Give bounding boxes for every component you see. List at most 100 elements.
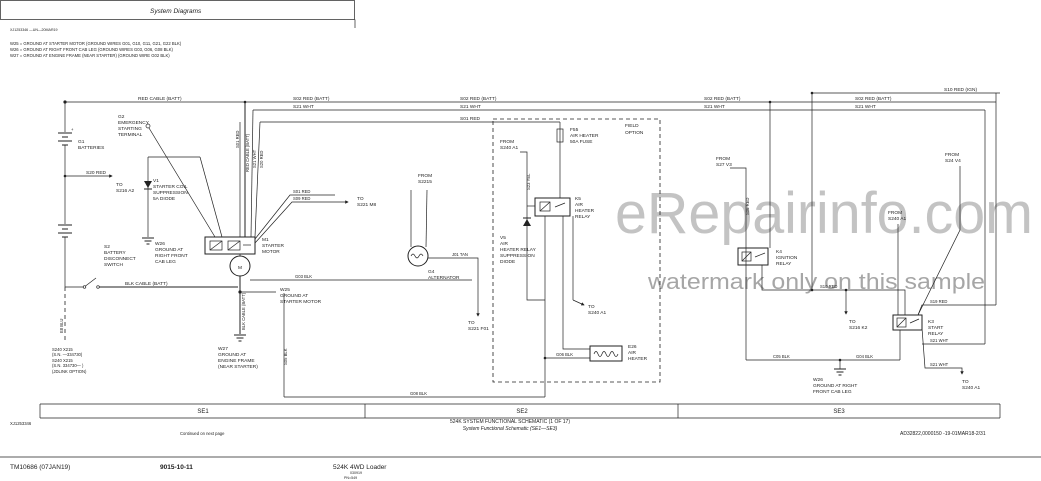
wire-label-blk-cable: BLK CABLE (BATT)	[241, 292, 246, 330]
junction-dot	[243, 100, 247, 104]
wire-label-s01: S01 RED	[460, 116, 481, 122]
label-to-s221-m8: TO S221 M8	[357, 196, 377, 208]
ground-icon	[142, 237, 154, 245]
wire-label-s02: S02 RED (BATT)	[704, 96, 741, 102]
label-f55: F55 AIR HEATER 50A FUSE	[570, 127, 600, 145]
wire-label-s21: S21 WHT	[930, 362, 949, 367]
label-from-s240-a1: FROM S240 A1	[500, 139, 518, 151]
junction-dot	[844, 288, 848, 292]
watermark-site: eRepairinfo.com	[615, 181, 1033, 246]
section-label-se3: SE3	[833, 409, 845, 415]
diode-icon	[523, 217, 531, 226]
label-m1: M1 STARTER MOTOR	[262, 237, 285, 255]
wire-j01	[428, 257, 480, 317]
legend-w27: W27 = GROUND AT ENGINE FRAME (NEAR START…	[10, 53, 170, 58]
page-number: 9015-10-11	[160, 464, 193, 471]
watermark: eRepairinfo.com watermark only on this s…	[615, 181, 1033, 294]
start-relay	[892, 314, 923, 331]
wire-label-s21: S21 WHT	[460, 104, 481, 110]
wire-label-blk-cable: BLK CABLE (BATT)	[125, 281, 168, 287]
wire-label-s21: S21 WHT	[252, 149, 257, 168]
wire-label-s20: S20 RED	[259, 151, 264, 168]
wire-heater-feed	[562, 216, 590, 350]
label-e26: E26 AIR HEATER	[628, 344, 648, 362]
label-to-s216-k2: TO S216 K2	[849, 319, 868, 331]
wire-label-s02: S02 RED (BATT)	[855, 96, 892, 102]
continued-note: Continued on next page	[180, 431, 225, 436]
wire-s19	[917, 304, 996, 316]
wire-label-g06: G06 BLK	[556, 352, 573, 357]
label-g1: G1 BATTERIES	[78, 139, 104, 151]
junction-dot	[810, 288, 814, 292]
air-heater-element-icon	[589, 345, 623, 362]
wire-label-g04: G04 BLK	[856, 354, 873, 359]
label-field-option: FIELD OPTION	[625, 123, 644, 136]
wire-label-s21: S21 WHT	[704, 104, 725, 110]
document-reference: AD32822,0000150 -19-01MAR18-2/31	[900, 431, 986, 437]
wire-label-s01: S01 RED	[293, 189, 310, 194]
legend-w25: W25 = GROUND AT STARTER MOTOR (GROUND WI…	[10, 41, 182, 46]
figure-caption: XJ1253346 524K SYSTEM FUNCTIONAL SCHEMAT…	[10, 419, 986, 437]
section-se1-circuit: + E8 BLU G1 BATTERIES S20 RED TO S216 A2	[52, 100, 545, 398]
wire-label-s02: S02 RED (BATT)	[293, 96, 330, 102]
battery-symbol	[58, 224, 72, 238]
label-from-s2215: FROM S2215	[418, 173, 433, 185]
wire-label-e8: E8 BLU	[59, 319, 64, 333]
wire-label-s02: S02 RED (BATT)	[460, 96, 497, 102]
label-to-s240-a1: TO S240 A1	[588, 304, 606, 316]
figure-title: 524K SYSTEM FUNCTIONAL SCHEMATIC (1 OF 1…	[450, 419, 570, 425]
label-g4: G4 ALTERNATOR	[428, 269, 460, 281]
label-w26-left: W26 GROUND AT RIGHT FRONT CAB LEG	[155, 241, 189, 265]
svg-text:+: +	[71, 127, 74, 132]
wire-label-c05: C05 BLK	[773, 354, 790, 359]
label-from-s24-v4: FROM S24 V4	[945, 152, 961, 164]
wire-s21-out	[921, 327, 964, 375]
label-from-s240-a1-right: FROM S240 A1	[888, 210, 906, 222]
label-w26-right: W26 GROUND AT RIGHT FRONT CAB LEG	[813, 377, 859, 395]
page-footer: TM10686 (07JAN19) 9015-10-11 524K 4WD Lo…	[0, 456, 1041, 480]
section-se2-circuit: FIELD OPTION F55 AIR HEATER 50A FUSE FRO…	[492, 118, 661, 397]
manual-id: TM10686 (07JAN19)	[10, 464, 70, 471]
section-band: SE1 SE2 SE3	[39, 403, 1001, 419]
label-s240-note: S240 X215 (S.N. —334730) S240 X215 (S.N.…	[52, 347, 87, 374]
label-v5: V5 AIR HEATER RELAY SUPPRESSION DIODE	[500, 235, 537, 265]
machine-model: 524K 4WD Loader	[333, 464, 387, 471]
wire-label-g03: G03 BLK	[295, 274, 312, 279]
label-k3: K3 START RELAY	[928, 319, 945, 337]
date-code: 030919	[350, 471, 362, 475]
header-title: System Diagrams	[150, 8, 202, 15]
wire-s01-out	[254, 194, 335, 240]
wire-label-s23: S23 YEL	[526, 173, 531, 190]
wire-emergency-terminal	[148, 127, 216, 238]
wire-label-g08: G08 BLK	[410, 391, 427, 396]
ground-icon	[234, 334, 246, 342]
wire-s10	[761, 265, 906, 315]
legend: XJ1253346 —UN—20MAR19 W25 = GROUND AT ST…	[10, 28, 182, 58]
label-to-s240-a1-right: TO S240 A1	[962, 379, 980, 391]
label-s2: S2 BATTERY DISCONNECT SWITCH	[104, 244, 137, 268]
wire-s06	[730, 167, 747, 360]
label-k4: K4 IGNITION RELAY	[776, 249, 799, 267]
wire-label-j01: J01 TAN	[452, 252, 468, 257]
figure-ref: XJ1253346 —UN—20MAR19	[10, 28, 58, 32]
alternator-icon	[407, 245, 429, 267]
wire-alternator-feed	[425, 189, 428, 248]
emergency-terminal-icon	[145, 123, 151, 129]
label-k5: K5 AIR HEATER RELAY	[575, 196, 595, 220]
top-bus-wires: RED CABLE (BATT) S02 RED (BATT) S21 WHT …	[63, 87, 1000, 123]
label-w25: W25 GROUND AT STARTER MOTOR	[280, 287, 322, 305]
wire-label-s01: S01 RED	[235, 131, 240, 148]
label-v1: V1 STARTER COIL SUPPRESSION 5A DIODE	[153, 178, 189, 202]
wire-s01	[254, 121, 261, 238]
motor-symbol: M	[238, 265, 242, 271]
junction-dot	[63, 174, 67, 178]
wire-label-s10: S10 RED	[820, 284, 837, 289]
wire-label-s21: S21 WHT	[855, 104, 876, 110]
wire-label-s21: S21 WHT	[293, 104, 314, 110]
header: System Diagrams	[0, 0, 356, 28]
figure-subtitle: System Functional Schematic (SE1—SE3)	[463, 426, 558, 432]
wire-label-s19: S19 RED	[930, 299, 947, 304]
field-option-box	[492, 118, 661, 383]
legend-w26: W26 = GROUND AT RIGHT FRONT CAB LEG (GRO…	[10, 47, 174, 52]
